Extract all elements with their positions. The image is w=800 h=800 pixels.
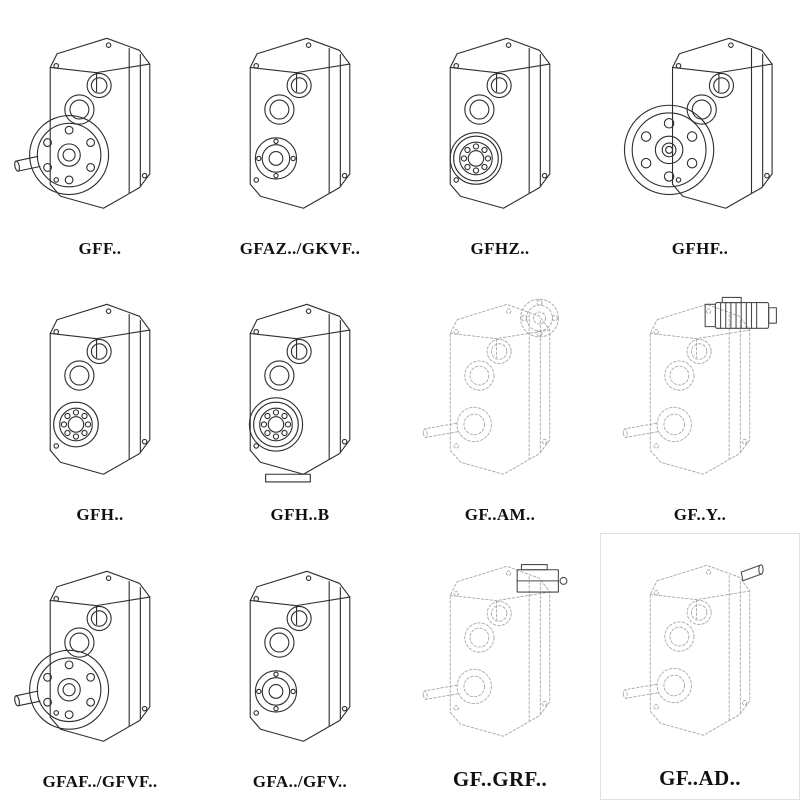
gearbox-drawing-gfhf [608, 28, 792, 234]
gearbox-drawing-gfaz-gkvf [208, 28, 392, 234]
catalog-cell-gf-y: GF..Y.. [600, 267, 800, 534]
catalog-cell-gf-ad: GF..AD.. [600, 533, 800, 800]
catalog-cell-gfaz-gkvf: GFAZ../GKVF.. [200, 0, 400, 267]
gearbox-drawing-gf-ad [608, 555, 792, 761]
model-label-gff: GFF.. [78, 238, 122, 258]
catalog-cell-gfh-b: GFH..B [200, 267, 400, 534]
gearbox-drawing-gfa-gfv [208, 561, 392, 767]
gearbox-drawing-gf-grf [408, 556, 592, 762]
catalog-cell-gfh: GFH.. [0, 267, 200, 534]
catalog-cell-gf-grf: GF..GRF.. [400, 533, 600, 800]
model-label-gfhz: GFHZ.. [470, 238, 530, 258]
model-label-gfaz-gkvf: GFAZ../GKVF.. [239, 238, 361, 258]
model-label-gfa-gfv: GFA../GFV.. [252, 771, 348, 791]
model-label-gfh-b: GFH..B [270, 505, 330, 525]
model-label-gfh: GFH.. [76, 505, 124, 525]
catalog-cell-gff: GFF.. [0, 0, 200, 267]
model-label-gf-ad: GF..AD.. [659, 765, 741, 790]
gearbox-drawing-gf-am [408, 294, 592, 500]
gearbox-drawing-gf-y [608, 294, 792, 500]
gearbox-drawing-gfh [8, 294, 192, 500]
catalog-cell-gfhf: GFHF.. [600, 0, 800, 267]
model-label-gf-y: GF..Y.. [673, 505, 727, 525]
catalog-cell-gfa-gfv: GFA../GFV.. [200, 533, 400, 800]
catalog-cell-gf-am: GF..AM.. [400, 267, 600, 534]
gearbox-drawing-gfhz [408, 28, 592, 234]
gearbox-drawing-gfh-b [208, 294, 392, 500]
model-label-gfaf-gfvf: GFAF../GFVF.. [42, 771, 158, 791]
catalog-cell-gfaf-gfvf: GFAF../GFVF.. [0, 533, 200, 800]
model-label-gfhf: GFHF.. [671, 238, 729, 258]
catalog-cell-gfhz: GFHZ.. [400, 0, 600, 267]
model-label-gf-grf: GF..GRF.. [452, 766, 548, 791]
model-label-gf-am: GF..AM.. [464, 505, 536, 525]
gearbox-drawing-gfaf-gfvf [8, 561, 192, 767]
gearbox-drawing-gff [8, 28, 192, 234]
